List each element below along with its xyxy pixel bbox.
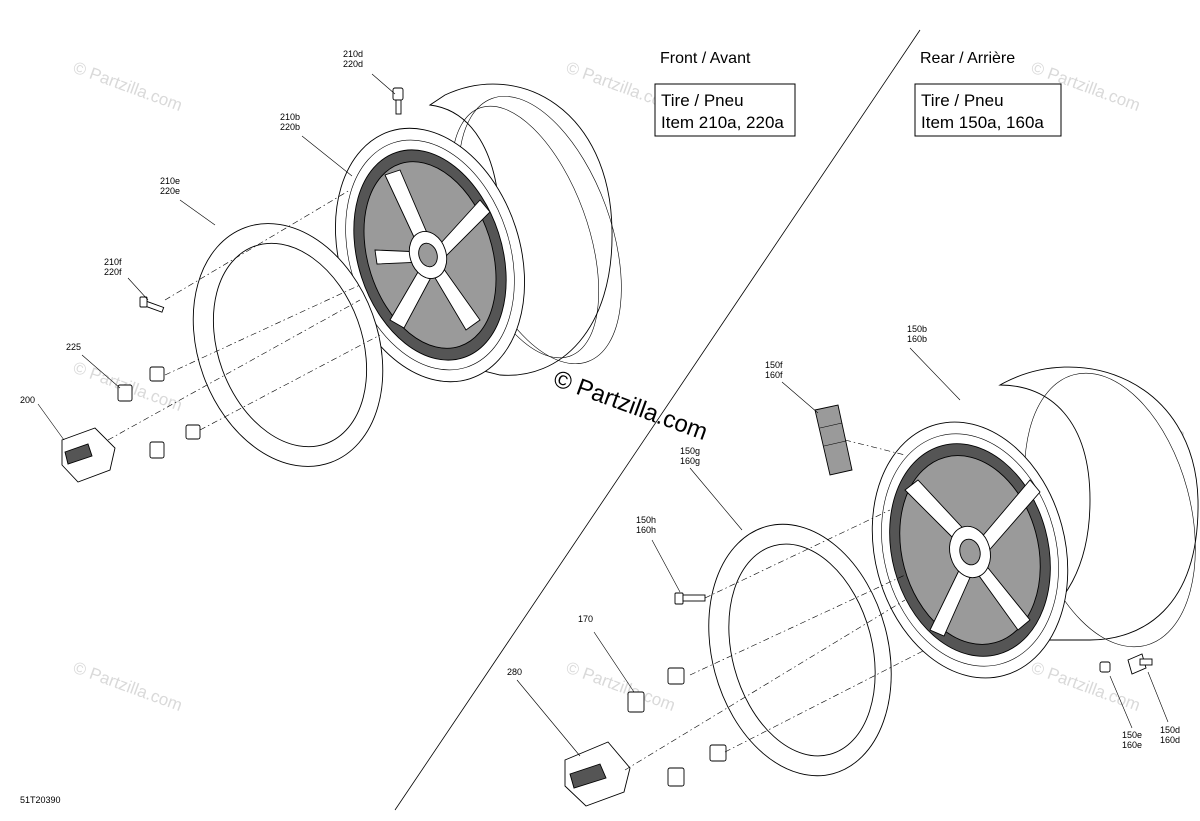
callout-label: 200 (20, 395, 35, 405)
front-section-label: Front / Avant (660, 50, 751, 67)
callout-150e: 150e 160e (1122, 730, 1142, 750)
callout-label: 210f (104, 257, 122, 267)
callout-150h: 150h 160h (636, 515, 656, 535)
watermark-tile: © Partzilla.com (1029, 658, 1143, 715)
watermark-tile: © Partzilla.com (71, 58, 185, 115)
callout-200: 200 (20, 395, 35, 405)
callout-label: 160b (907, 334, 927, 344)
rear-hub-cap (564, 741, 631, 807)
front-tire-note-box: Tire / Pneu Item 210a, 220a (654, 83, 796, 137)
callout-label: 210e (160, 176, 180, 186)
rear-tire-note-line1: Tire / Pneu (921, 91, 1004, 110)
rear-beadlock-ring (708, 523, 892, 777)
watermark-tile: © Partzilla.com (71, 658, 185, 715)
callout-150f: 150f 160f (765, 360, 783, 380)
callout-label: 210b (280, 112, 300, 122)
callout-label: 150d (1160, 725, 1180, 735)
callout-label: 210d (343, 49, 363, 59)
callout-label: 150g (680, 446, 700, 456)
rear-tire-note-box: Tire / Pneu Item 150a, 160a (914, 83, 1062, 137)
callout-label: 170 (578, 614, 593, 624)
front-wheel-rim (334, 83, 622, 383)
rear-lug-nuts (627, 667, 727, 787)
front-beadlock-bolt (139, 296, 165, 313)
callout-label: 160h (636, 525, 656, 535)
section-divider (394, 29, 921, 811)
callout-label: 150b (907, 324, 927, 334)
callout-280: 280 (507, 667, 522, 677)
callout-label: 225 (66, 342, 81, 352)
callout-150d: 150d 160d (1160, 725, 1180, 745)
rear-section-label: Rear / Arrière (920, 50, 1015, 67)
rear-tire-note-line2: Item 150a, 160a (921, 113, 1044, 132)
callout-label: 220d (343, 59, 363, 69)
front-assembly-lines (107, 189, 381, 441)
callout-label: 220b (280, 122, 300, 132)
callout-150b: 150b 160b (907, 324, 927, 344)
rear-wheel-rim (871, 366, 1199, 679)
rear-valve-stem (1099, 653, 1153, 675)
figure-id: 51T20390 (20, 795, 61, 805)
callout-label: 220e (160, 186, 180, 196)
callout-210e: 210e 220e (160, 176, 180, 196)
callout-leaders (37, 73, 1169, 757)
callout-210f: 210f 220f (104, 257, 122, 277)
callout-225: 225 (66, 342, 81, 352)
front-valve-stem (392, 87, 404, 115)
callout-150g: 150g 160g (680, 446, 700, 466)
watermark-center: © Partzilla.com (550, 365, 711, 446)
callout-label: 150e (1122, 730, 1142, 740)
callout-label: 280 (507, 667, 522, 677)
front-beadlock-ring (192, 223, 384, 467)
front-hub-cap (61, 427, 116, 483)
callout-label: 160e (1122, 740, 1142, 750)
front-lug-nuts (117, 366, 201, 459)
callout-label: 160f (765, 370, 783, 380)
front-tire-note-line1: Tire / Pneu (661, 91, 744, 110)
callout-label: 160g (680, 456, 700, 466)
callout-label: 150h (636, 515, 656, 525)
rear-assembly-lines (624, 439, 926, 771)
callout-170: 170 (578, 614, 593, 624)
rear-balance-weights (814, 404, 853, 476)
watermark-tile: © Partzilla.com (564, 658, 678, 715)
rear-beadlock-bolt (674, 592, 706, 605)
callout-210b: 210b 220b (280, 112, 300, 132)
front-tire-note-line2: Item 210a, 220a (661, 113, 784, 132)
callout-label: 150f (765, 360, 783, 370)
callout-210d: 210d 220d (343, 49, 363, 69)
callout-label: 160d (1160, 735, 1180, 745)
callout-label: 220f (104, 267, 122, 277)
